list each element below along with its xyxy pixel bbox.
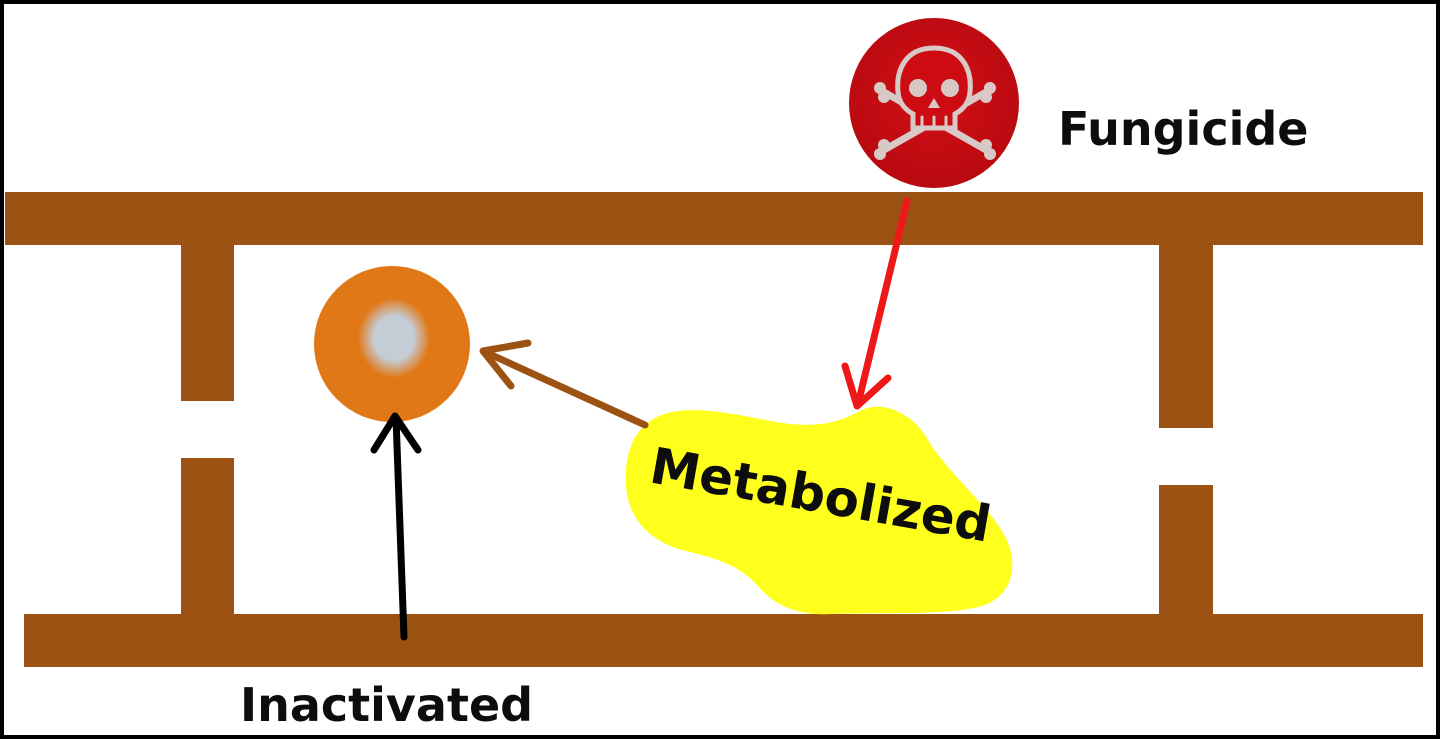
hyphal-structure [5,192,1423,667]
right-septum-lower [1159,485,1213,614]
skull-crossbones-icon [874,45,996,160]
cell-core [358,298,430,378]
inactivated-label: Inactivated [240,678,533,732]
left-septum-lower [181,458,234,614]
fungal-cell [314,266,470,422]
bottom-hyphal-wall [24,614,1423,667]
metabolized-arrow [479,339,649,429]
inactivated-arrow [370,412,422,641]
fungicide-symbol [849,18,1019,188]
fungicide-label: Fungicide [1058,102,1308,156]
top-hyphal-wall [5,192,1423,245]
fungicide-arrow [841,197,911,410]
left-septum-upper [181,245,234,401]
right-septum-upper [1159,245,1213,428]
metabolized-blob [625,406,1013,615]
